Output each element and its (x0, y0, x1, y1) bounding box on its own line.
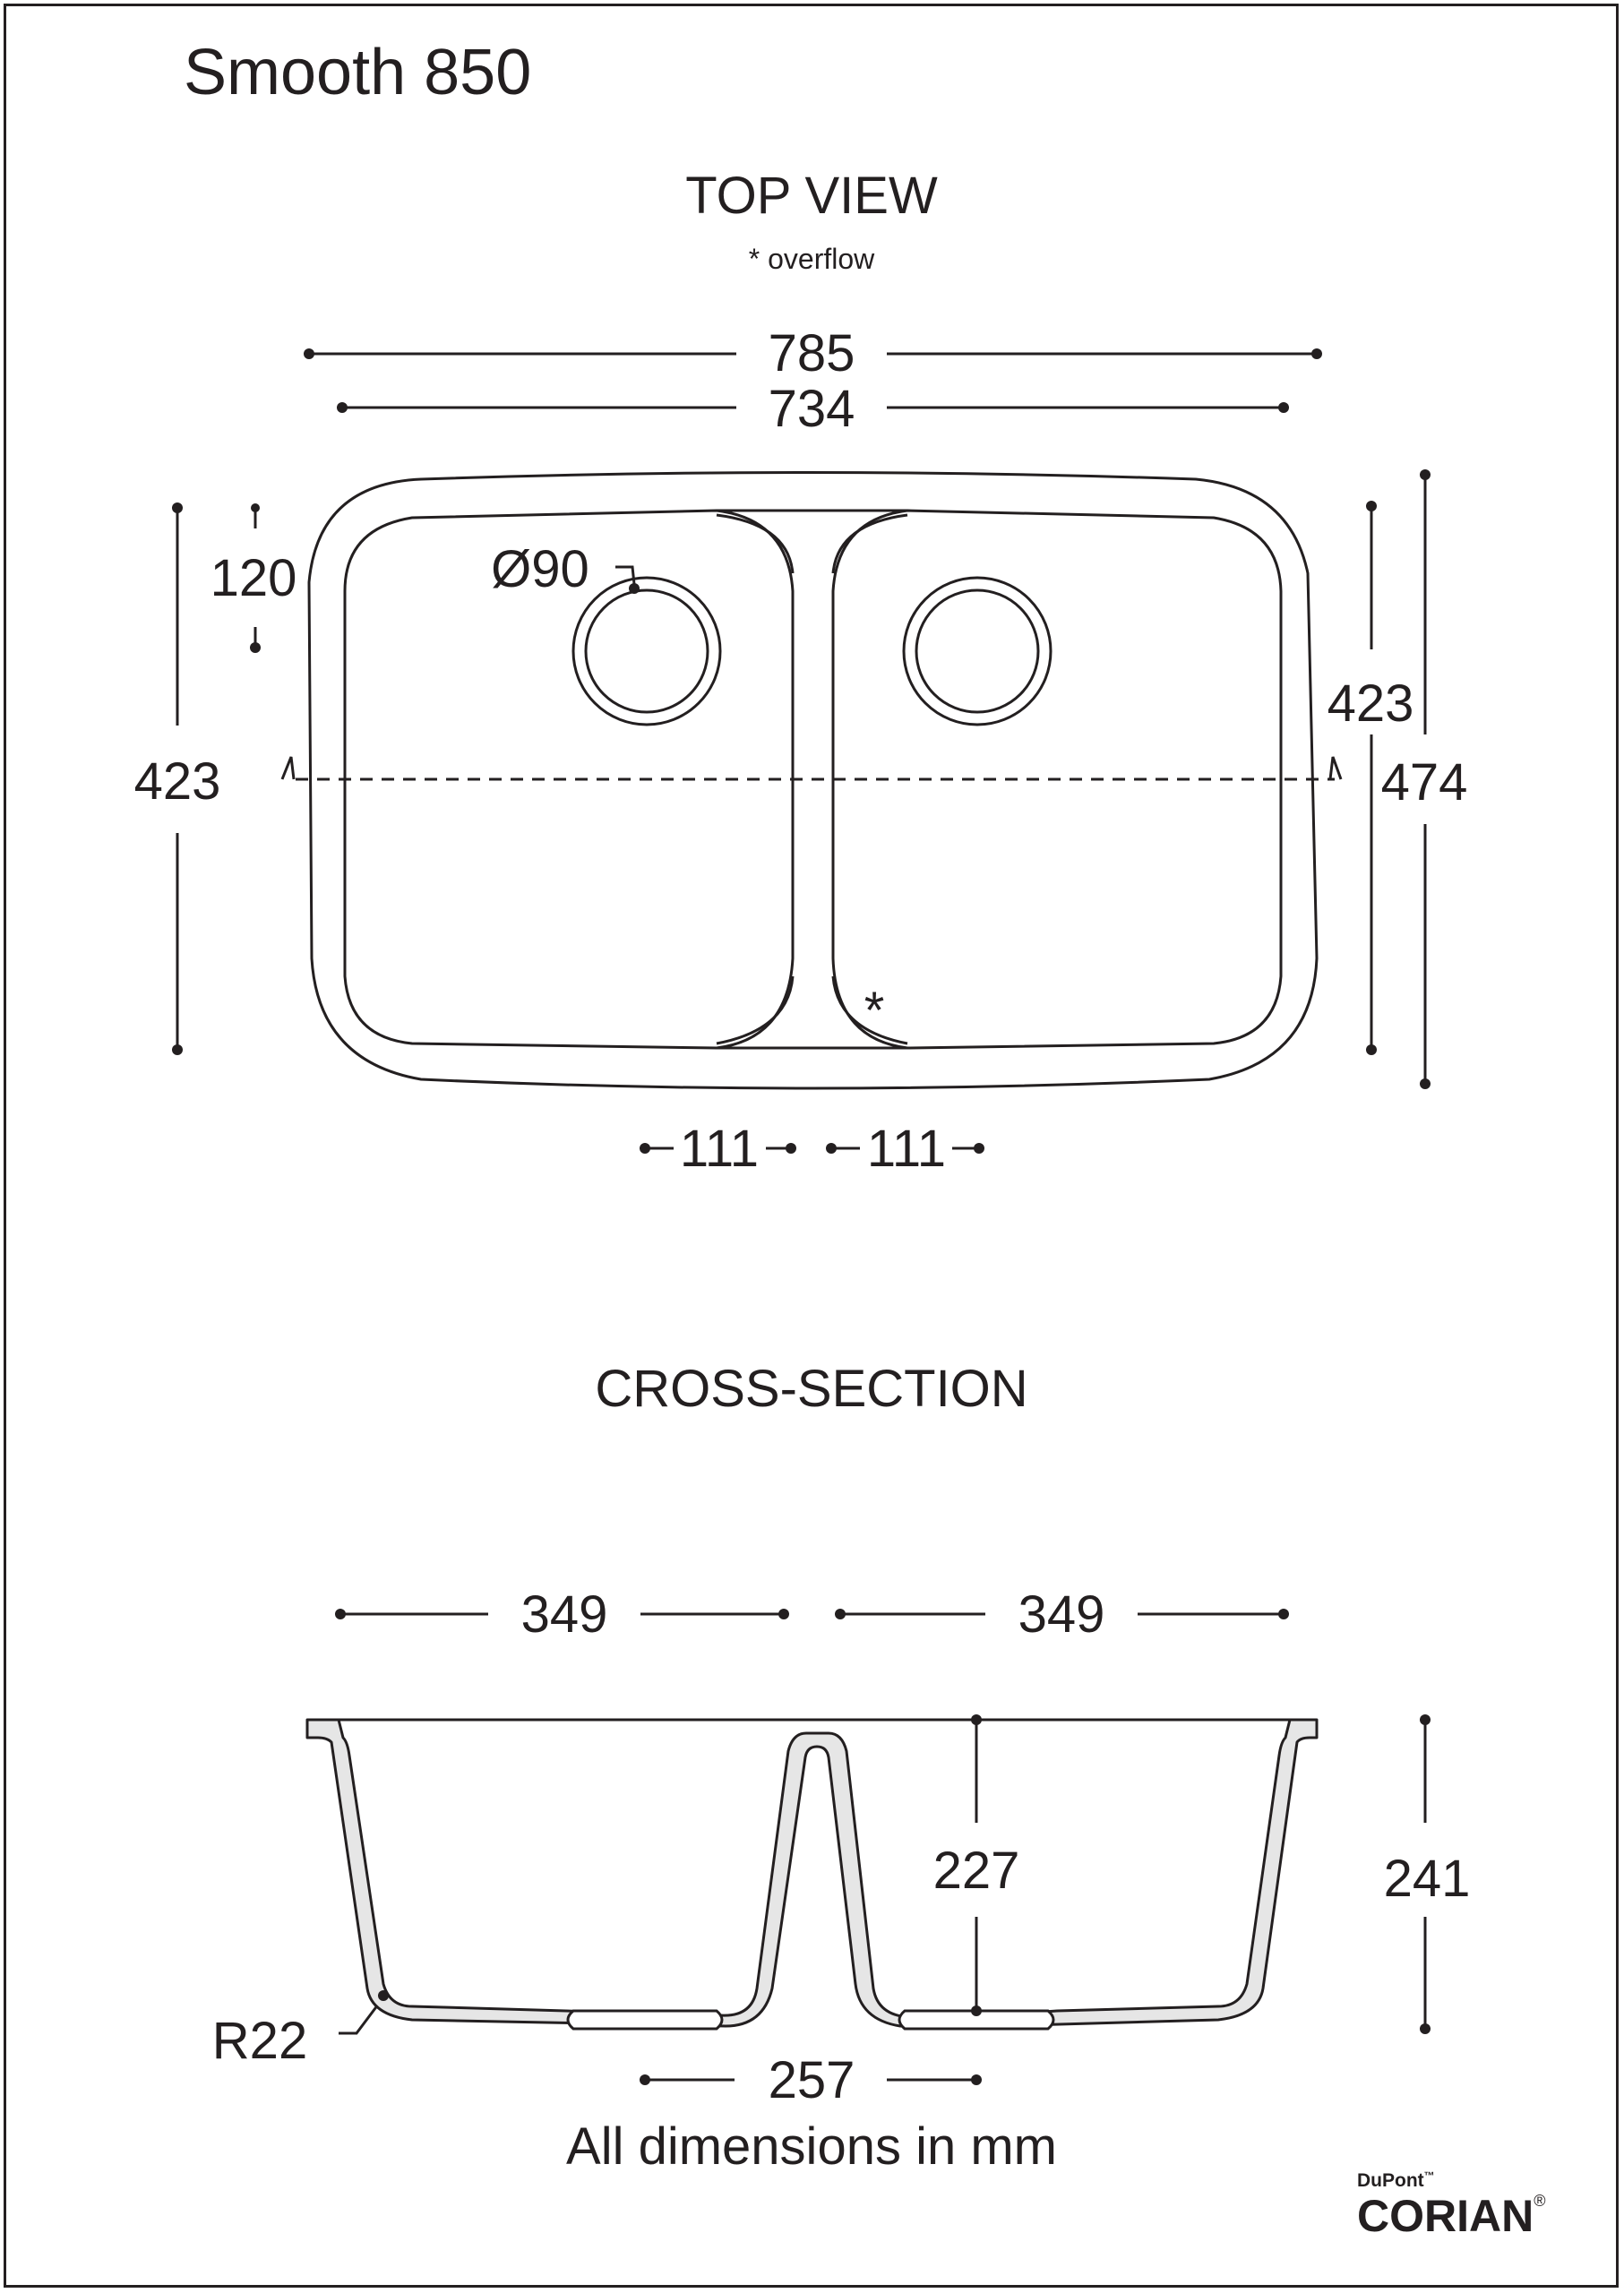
radius-leader (339, 1997, 385, 2035)
cross-section-heading: CROSS-SECTION (595, 1360, 1027, 1418)
top-view-heading: TOP VIEW (685, 167, 938, 225)
brand-company: DuPont™ (1357, 2169, 1435, 2191)
drawing-frame (4, 4, 1619, 2288)
dim-left-depth: 423 (134, 752, 221, 811)
dim-overall-height: 241 (1384, 1850, 1471, 1908)
dim-right-bowl-width: 349 (1018, 1585, 1105, 1644)
overflow-note: * overflow (749, 243, 875, 275)
divider-bottom-cap (716, 975, 908, 1050)
dim-divider-right: 111 (867, 1120, 946, 1178)
section-arrow-left (280, 756, 296, 780)
dim-bowl-depth: 227 (933, 1842, 1020, 1900)
left-drain-inner (584, 588, 709, 714)
dim-radius: R22 (212, 2012, 307, 2070)
dim-left-bowl-width: 349 (521, 1585, 608, 1644)
units-note: All dimensions in mm (566, 2117, 1057, 2176)
drain-leader (615, 565, 636, 585)
right-drain-inner (915, 588, 1040, 714)
dim-overall-depth: 474 (1381, 753, 1468, 812)
section-right-wall (992, 1718, 1319, 2028)
right-drain-outer (902, 576, 1053, 726)
page-title: Smooth 850 (184, 37, 532, 108)
left-drain-outer (571, 576, 722, 726)
dimension-dots (172, 348, 1431, 2085)
divider-top-cap (716, 509, 908, 574)
dim-overall-width: 785 (769, 324, 855, 382)
overflow-asterisk: * (864, 982, 885, 1040)
dim-bottom-width: 257 (769, 2051, 855, 2109)
section-left-wall (305, 1718, 996, 2028)
dim-drain-offset: 120 (211, 549, 297, 607)
section-arrow-right (1328, 756, 1343, 780)
dim-inner-width: 734 (769, 380, 855, 438)
brand-logo: CORIAN® (1357, 2191, 1546, 2241)
right-drain-recess (898, 2009, 1055, 2031)
left-drain-recess (566, 2009, 724, 2031)
dim-right-inner-depth: 423 (1328, 674, 1414, 733)
dim-divider-left: 111 (680, 1120, 759, 1178)
sink-outer-outline (307, 471, 1319, 1090)
dim-drain-diameter: Ø90 (491, 540, 589, 598)
